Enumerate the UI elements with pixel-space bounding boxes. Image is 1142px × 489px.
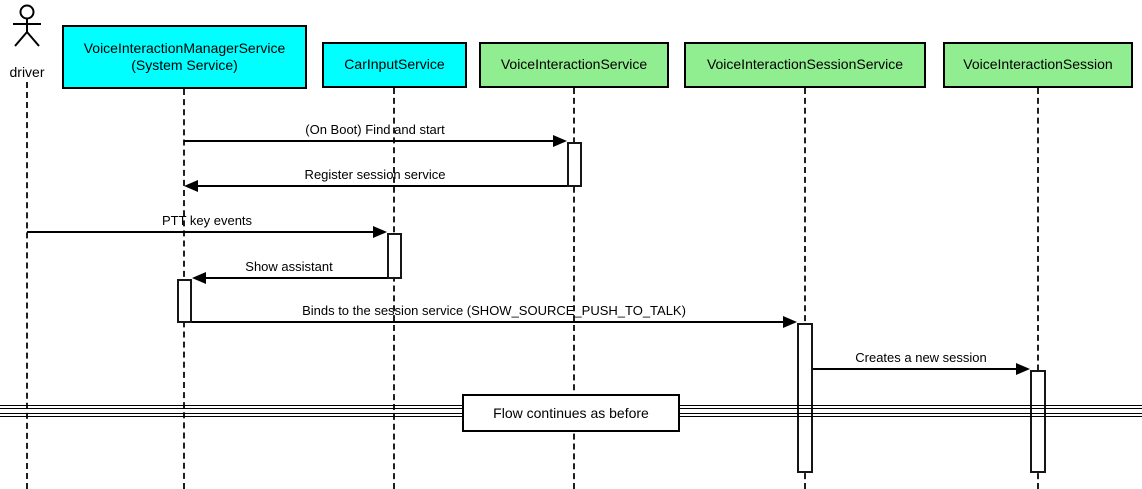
participant-voiceinteractionmanagerservice: VoiceInteractionManagerService (System S… [62,25,307,89]
message-line-show-assistant [206,277,387,279]
participant-name: VoiceInteractionSession [963,56,1113,73]
activation-voiceinteractionsessionservice [797,323,813,473]
message-label-creates-new-session: Creates a new session [855,350,987,365]
divider-label: Flow continues as before [493,405,649,421]
activation-voiceinteractionsession [1030,370,1046,473]
participant-subtitle: (System Service) [131,57,238,73]
message-line-ptt-key-events [27,231,373,233]
stick-figure-icon [13,4,41,47]
lifeline-driver [26,82,28,489]
participant-voiceinteractionsession: VoiceInteractionSession [943,42,1133,88]
participant-voiceinteractionsessionservice: VoiceInteractionSessionService [684,42,926,88]
message-line-find-and-start [184,140,553,142]
message-line-register-session-service [198,185,567,187]
participant-name: VoiceInteractionService [500,56,648,73]
lifeline-carinputservice [393,88,395,489]
activation-carinputservice [387,233,402,279]
message-label-ptt-key-events: PTT key events [161,213,253,228]
arrowhead-right-icon [783,316,797,328]
message-line-binds-to-session-service [192,321,783,323]
arrowhead-left-icon [184,180,198,192]
divider-label-box: Flow continues as before [462,394,680,432]
actor-label: driver [9,64,45,80]
participant-carinputservice: CarInputService [322,42,467,88]
participant-name: VoiceInteractionSessionService [706,56,904,73]
message-label-binds-to-session-service: Binds to the session service (SHOW_SOURC… [302,303,686,318]
activation-voiceinteractionmanagerservice [177,279,192,323]
arrowhead-left-icon [192,272,206,284]
lifeline-voiceinteractionsessionservice [804,88,806,489]
arrowhead-right-icon [553,135,567,147]
message-label-register-session-service: Register session service [304,167,446,182]
participant-name: CarInputService [344,56,445,73]
participant-voiceinteractionservice: VoiceInteractionService [479,42,669,88]
message-label-show-assistant: Show assistant [245,259,333,274]
lifeline-voiceinteractionsession [1037,88,1039,489]
lifeline-voiceinteractionservice [573,88,575,489]
participant-name: VoiceInteractionManagerService [83,39,286,56]
arrowhead-right-icon [1016,363,1030,375]
activation-voiceinteractionservice [567,142,582,187]
message-label-find-and-start: (On Boot) Find and start [305,122,445,137]
arrowhead-right-icon [373,226,387,238]
message-line-creates-new-session [813,368,1016,370]
actor-driver [9,4,45,53]
